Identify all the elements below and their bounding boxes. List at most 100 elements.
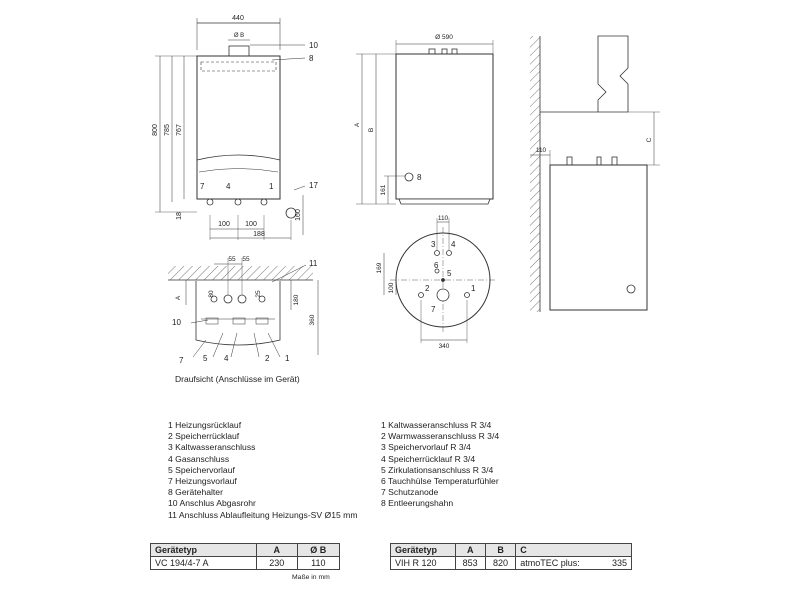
- legend-item: 1 Heizungsrücklauf: [168, 420, 242, 430]
- boiler-legend: 1 Heizungsrücklauf 2 Speicherrücklauf 3 …: [168, 420, 357, 521]
- table-cell: 820: [484, 556, 517, 570]
- cylinder-legend: 1 Kaltwasseranschluss R 3/4 2 Warmwasser…: [381, 420, 499, 510]
- legend-item: 2 Warmwasseranschluss R 3/4: [381, 431, 500, 442]
- dim-plan-110: 110: [438, 215, 449, 222]
- dim-spacing-188: 188: [253, 231, 265, 238]
- table-header: A: [255, 543, 298, 557]
- dim-top-a: A: [175, 295, 182, 300]
- callout-plan-4: 4: [451, 240, 456, 249]
- callout-plan-7: 7: [431, 305, 436, 314]
- table-cell: 335: [601, 556, 632, 570]
- dim-height-18: 18: [176, 212, 183, 220]
- dim-cylinder-diameter: Ø 590: [435, 34, 453, 41]
- side-view: [530, 35, 660, 312]
- callout-top-11: 11: [309, 259, 318, 268]
- callout-top-4: 4: [224, 354, 229, 363]
- dim-spacing-100b: 100: [245, 221, 257, 228]
- dim-top-360: 360: [309, 314, 316, 325]
- side-view-labels: 110 C: [536, 137, 653, 154]
- boiler-front-labels: 440 Ø B 800 785 767 18 100 100 188 160 1…: [152, 15, 318, 238]
- legend-item: 11 Anschluss Ablaufleitung Heizungs-SV Ø…: [168, 509, 358, 520]
- callout-top-5: 5: [203, 354, 208, 363]
- callout-top-2: 2: [265, 354, 270, 363]
- boiler-top-view: [168, 258, 319, 358]
- dim-plan-169: 169: [376, 262, 383, 273]
- callout-boiler-8: 8: [309, 54, 314, 63]
- table-cell: 230: [255, 556, 298, 570]
- table-row: VC 194/4-7 A 230 110: [150, 556, 341, 570]
- legend-item: 4 Gasanschluss: [168, 453, 230, 464]
- dim-plan-340: 340: [439, 343, 450, 350]
- legend-item: 2 Speicherrücklauf: [168, 431, 240, 442]
- dim-side-110: 110: [536, 147, 547, 154]
- legend-item: 5 Speichervorlauf: [168, 464, 235, 475]
- legend-item: 7 Heizungsvorlauf: [168, 476, 237, 487]
- table-header-row: Gerätetyp A B C: [390, 543, 632, 557]
- dim-cylinder-a: A: [354, 122, 361, 127]
- table-header: C: [515, 543, 632, 557]
- dim-boiler-width: 440: [232, 15, 244, 22]
- dim-spacing-160: 160: [295, 209, 302, 221]
- dim-cylinder-161: 161: [380, 184, 387, 195]
- table-header-row: Gerätetyp A Ø B: [150, 543, 341, 557]
- legend-item: 7 Schutzanode: [381, 487, 439, 498]
- callout-boiler-7: 7: [200, 182, 205, 191]
- callout-boiler-4: 4: [226, 182, 231, 191]
- cylinder-spec-table: Gerätetyp A B C VIH R 120 853 820 atmoTE…: [390, 543, 632, 570]
- table-header: Ø B: [296, 543, 341, 557]
- cylinder-front-view: [356, 40, 494, 205]
- table-cell: VIH R 120: [390, 556, 456, 570]
- table-header: Gerätetyp: [390, 543, 456, 557]
- dim-top-80: 80: [208, 290, 215, 298]
- legend-item: 8 Gerätehalter: [168, 487, 223, 498]
- table-header: A: [454, 543, 486, 557]
- legend-item: 3 Speichervorlauf R 3/4: [381, 442, 471, 453]
- boiler-front-view: [155, 18, 306, 240]
- dim-side-c: C: [646, 137, 653, 142]
- dim-height-800: 800: [152, 124, 159, 136]
- units-note: Maße in mm: [292, 574, 330, 581]
- table-header: B: [484, 543, 517, 557]
- legend-item: 1 Kaltwasseranschluss R 3/4: [381, 420, 492, 430]
- boiler-top-labels: 55 55 80 25 A 180 360 11 10 7 5 4 2 1: [172, 256, 318, 365]
- callout-plan-5: 5: [447, 269, 452, 278]
- callout-top-10: 10: [172, 318, 181, 327]
- callout-boiler-10: 10: [309, 41, 318, 50]
- boiler-spec-table: Gerätetyp A Ø B VC 194/4-7 A 230 110: [150, 543, 341, 570]
- dim-cylinder-b: B: [368, 128, 375, 132]
- callout-plan-2: 2: [425, 284, 430, 293]
- dim-top-55b: 55: [242, 256, 250, 263]
- table-cell: VC 194/4-7 A: [150, 556, 257, 570]
- table-cell: 110: [296, 556, 341, 570]
- cylinder-front-labels: Ø 590 A B 161 8: [354, 34, 453, 195]
- dim-plan-100: 100: [388, 282, 395, 293]
- callout-boiler-17: 17: [309, 181, 318, 190]
- callout-top-7: 7: [179, 356, 184, 365]
- callout-plan-1: 1: [471, 284, 476, 293]
- dim-top-25: 25: [255, 290, 262, 298]
- legend-item: 5 Zirkulationsanschluss R 3/4: [381, 464, 494, 475]
- table-cell: atmoTEC plus:: [515, 556, 602, 570]
- legend-item: 6 Tauchhülse Temperaturfühler: [381, 476, 499, 487]
- dim-height-785: 785: [164, 124, 171, 136]
- legend-item: 8 Entleerungshahn: [381, 498, 454, 509]
- callout-plan-6: 6: [434, 261, 439, 270]
- legend-item: 4 Speicherrücklauf R 3/4: [381, 453, 476, 464]
- cylinder-plan-labels: 110 169 100 340 3 4 6 5 2 1 7: [376, 215, 476, 350]
- cylinder-plan-view: [383, 218, 496, 343]
- dim-top-180: 180: [293, 294, 300, 305]
- legend-item: 3 Kaltwasseranschluss: [168, 442, 256, 453]
- callout-boiler-1: 1: [269, 182, 274, 191]
- callout-top-1: 1: [285, 354, 290, 363]
- dim-flue-diameter: Ø B: [234, 33, 244, 39]
- dim-top-55a: 55: [228, 256, 236, 263]
- table-row: VIH R 120 853 820 atmoTEC plus: 335: [390, 556, 632, 570]
- legend-item: 10 Anschlus Abgasrohr: [168, 498, 256, 509]
- callout-plan-3: 3: [431, 240, 436, 249]
- top-view-caption: Draufsicht (Anschlüsse im Gerät): [175, 374, 300, 384]
- table-cell: 853: [454, 556, 486, 570]
- table-header: Gerätetyp: [150, 543, 257, 557]
- dim-height-767: 767: [176, 124, 183, 136]
- callout-cylinder-8: 8: [417, 173, 422, 182]
